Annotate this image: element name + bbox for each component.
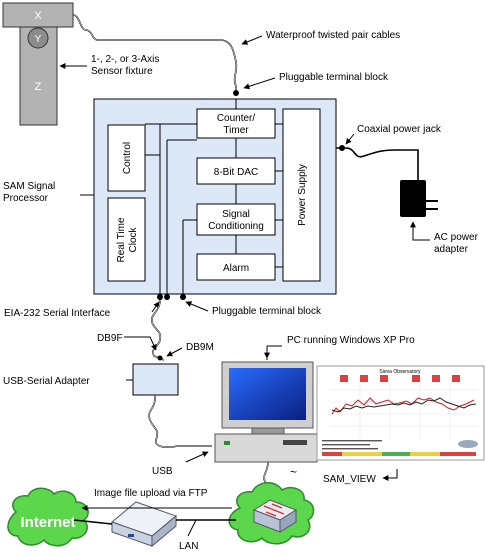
router-cloud bbox=[228, 482, 315, 545]
db9m-arrow bbox=[166, 347, 183, 357]
cables-label: Waterproof twisted pair cables bbox=[266, 30, 400, 41]
db9-dot bbox=[157, 355, 163, 361]
db9f-label: DB9F bbox=[97, 333, 123, 344]
ac-adapter bbox=[400, 180, 426, 217]
sensor-fixture: X Y Z bbox=[2, 2, 74, 126]
sensor-y-label: Y bbox=[35, 34, 42, 45]
pc-case bbox=[214, 433, 318, 463]
usb-adapter-label: USB-Serial Adapter bbox=[3, 376, 90, 387]
network-modem bbox=[111, 501, 177, 548]
ac-arrow bbox=[410, 221, 430, 241]
counter-timer-block bbox=[196, 108, 276, 139]
internet-label: Internet bbox=[20, 514, 75, 531]
db9f-arrow bbox=[124, 336, 157, 351]
ac-label-2: adapter bbox=[434, 244, 469, 255]
rtc-label-1: Real Time bbox=[116, 217, 127, 262]
coax-label: Coaxial power jack bbox=[357, 124, 442, 135]
tilde-mark: ~ bbox=[290, 465, 297, 479]
internet-cloud: Internet bbox=[7, 487, 89, 547]
sensor-y-axis bbox=[27, 27, 49, 49]
sensor-caption-1: 1-, 2-, or 3-Axis bbox=[91, 54, 159, 65]
power-cable bbox=[336, 147, 419, 180]
alarm-block bbox=[196, 253, 276, 281]
plot-top-markers bbox=[340, 375, 460, 382]
sam-view-plot: Sieva Observatory bbox=[316, 365, 485, 461]
control-block bbox=[107, 124, 146, 192]
pc bbox=[214, 361, 318, 463]
processor-wiring bbox=[145, 99, 283, 294]
plot-title: Sieva Observatory bbox=[379, 369, 421, 375]
sensor-z-label: Z bbox=[35, 81, 42, 93]
dac-label: 8-Bit DAC bbox=[214, 167, 258, 178]
sensor-x-label: X bbox=[34, 10, 42, 22]
dac-block bbox=[196, 157, 276, 185]
plot-legend-bar bbox=[322, 452, 476, 456]
terminal-bottom-dot-1 bbox=[157, 294, 163, 300]
sensor-x-axis bbox=[2, 2, 74, 28]
usb-label: USB bbox=[152, 466, 173, 477]
internet-modem-link bbox=[73, 519, 113, 525]
rtc-label-2: Clock bbox=[128, 227, 139, 253]
terminal-top-label: Pluggable terminal block bbox=[279, 72, 389, 83]
terminal-top-arrow bbox=[243, 77, 276, 90]
pc-led bbox=[224, 441, 230, 445]
pc-label: PC running Windows XP Pro bbox=[287, 335, 415, 346]
usb-arrow bbox=[185, 451, 209, 463]
usb-serial-adapter bbox=[132, 363, 179, 396]
sensor-caption-2: Sensor fixture bbox=[91, 66, 153, 77]
plot-series-red bbox=[331, 397, 475, 415]
power-supply-block bbox=[282, 108, 321, 282]
monitor-stand bbox=[251, 427, 285, 435]
router-arrows-icon bbox=[263, 503, 285, 517]
ac-label-1: AC power bbox=[434, 232, 479, 243]
alarm-label: Alarm bbox=[223, 263, 249, 274]
sam-view-arrow bbox=[382, 469, 398, 481]
serial-label: EIA-232 Serial Interface bbox=[4, 308, 111, 319]
pc-drive bbox=[283, 440, 307, 445]
terminal-top-dot bbox=[233, 90, 239, 96]
serial-arrow bbox=[151, 301, 160, 313]
signal-label-2: Conditioning bbox=[208, 221, 264, 232]
coax-arrow bbox=[345, 133, 355, 145]
signal-label-1: Signal bbox=[222, 209, 250, 220]
counter-label-2: Timer bbox=[223, 125, 249, 136]
power-label: Power Supply bbox=[297, 164, 308, 226]
control-label: Control bbox=[122, 142, 133, 174]
usb-cable bbox=[148, 394, 212, 448]
lan-label: LAN bbox=[179, 541, 198, 552]
terminal-bottom-arrow bbox=[185, 301, 209, 312]
db9m-label: DB9M bbox=[186, 342, 214, 353]
rtc-block bbox=[107, 197, 146, 282]
signal-conditioning-block bbox=[196, 203, 276, 236]
plot-text-lines bbox=[322, 440, 382, 450]
ftp-label: Image file upload via FTP bbox=[94, 488, 208, 499]
terminal-bottom-label: Pluggable terminal block bbox=[212, 306, 322, 317]
processor-label-1: SAM Signal bbox=[3, 181, 55, 192]
counter-label-1: Counter/ bbox=[217, 113, 256, 124]
plot-logo bbox=[458, 440, 478, 448]
lan-arrow bbox=[187, 519, 197, 537]
sam-view-label: SAM_VIEW bbox=[323, 474, 376, 485]
plot-series-black bbox=[331, 397, 477, 413]
monitor-screen bbox=[229, 368, 306, 420]
cables-arrow bbox=[241, 35, 263, 45]
terminal-bottom-dot-3 bbox=[180, 294, 186, 300]
sensor-cable-inner bbox=[72, 14, 237, 92]
usb-cable-inner bbox=[148, 394, 212, 448]
terminal-bottom-dot-2 bbox=[164, 294, 170, 300]
processor-label-2: Processor bbox=[3, 193, 49, 204]
